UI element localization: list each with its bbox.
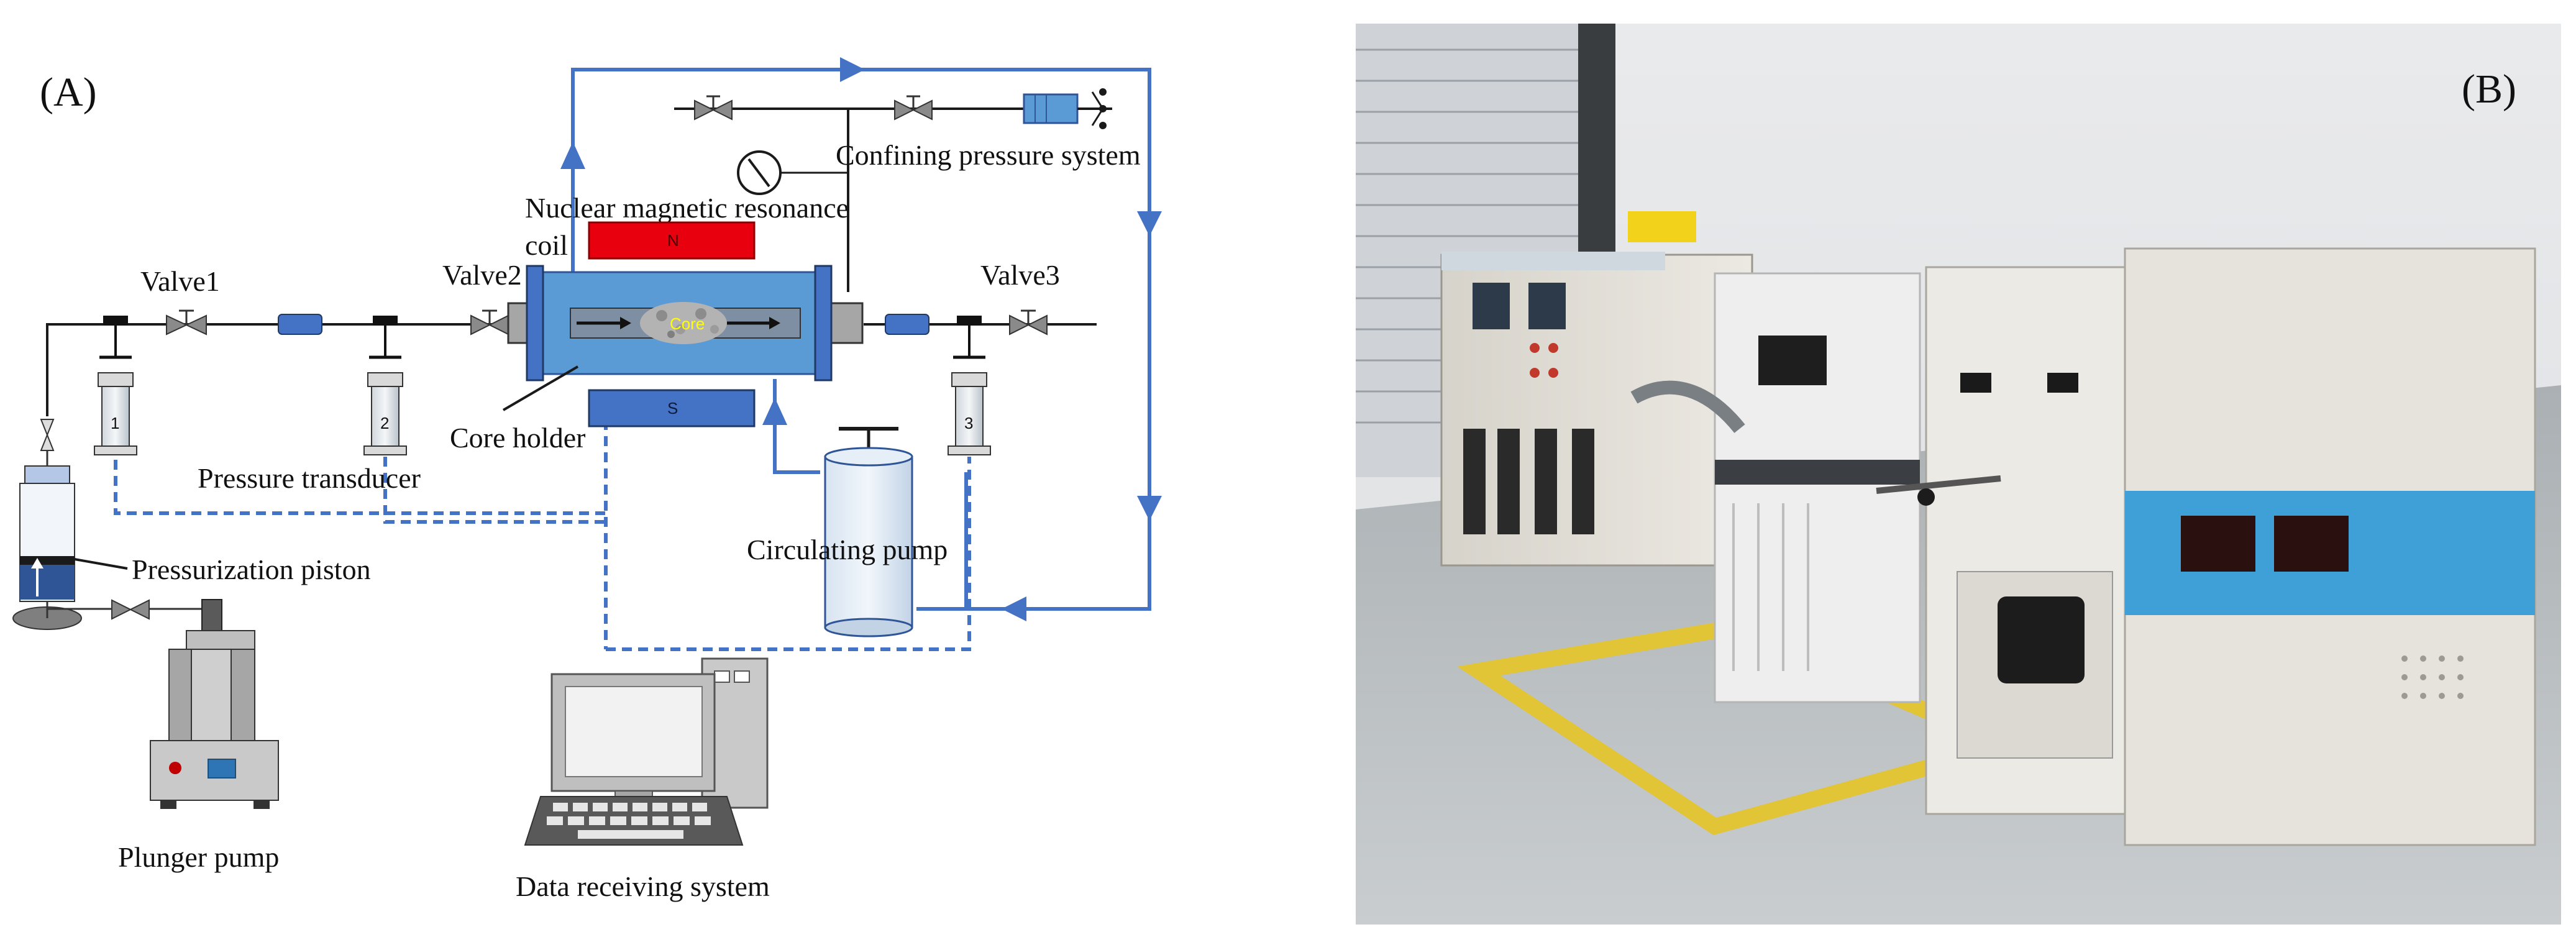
valve-plunger-icon[interactable]	[111, 599, 212, 628]
data-receiving-system-label: Data receiving system	[516, 870, 770, 902]
data-signal-lines	[114, 404, 971, 651]
magnet-s: S	[588, 389, 756, 427]
circulating-pump-label: Circulating pump	[747, 534, 948, 565]
valve-3-icon[interactable]	[1009, 309, 1048, 336]
plunger-pump-icon	[150, 599, 279, 809]
pressurization-piston-pointer	[74, 558, 128, 570]
magnet-n: N	[588, 221, 756, 260]
circulating-pump-icon	[824, 427, 913, 637]
transducer-3-number: 3	[964, 414, 973, 432]
plunger-pump-label: Plunger pump	[118, 841, 279, 873]
magnet-n-label: N	[667, 231, 679, 250]
magnet-s-label: S	[667, 399, 678, 418]
core-label: Core	[670, 314, 705, 333]
pressure-transducer-2-icon: 2	[363, 316, 407, 455]
panel-letter-a: (A)	[40, 70, 97, 115]
schematic-panel: (A)	[12, 57, 1162, 902]
nmr-coil-label-line1: Nuclear magnetic resonance	[525, 192, 849, 224]
connector-2-icon	[885, 314, 929, 335]
pressurization-piston-cylinder-icon	[12, 419, 112, 630]
confining-pressure-cylinder-icon	[1023, 88, 1107, 129]
pressurization-piston-label: Pressurization piston	[132, 554, 371, 585]
pressure-transducer-label: Pressure transducer	[198, 462, 421, 494]
valve-1-icon[interactable]	[166, 309, 207, 336]
valve-1-label: Valve1	[140, 265, 220, 297]
panel-letter-b: (B)	[2462, 66, 2516, 112]
nmr-coil-label-line2: coil	[525, 229, 568, 261]
pressure-transducer-1-icon: 1	[94, 316, 137, 455]
valve-2-icon[interactable]	[470, 309, 509, 336]
valve-3-label: Valve3	[980, 259, 1060, 291]
transducer-1-number: 1	[111, 414, 119, 432]
core-holder-label: Core holder	[450, 422, 585, 454]
pressure-gauge-icon	[737, 150, 848, 195]
core-holder-pointer	[502, 365, 579, 411]
flow-arrows	[560, 57, 1162, 621]
pressure-transducer-3-icon: 3	[948, 316, 991, 455]
connector-1-icon	[278, 314, 322, 335]
confining-valve-right-icon[interactable]	[894, 95, 933, 121]
computer-icon	[524, 657, 769, 846]
confining-pressure-system-label: Confining pressure system	[836, 139, 1141, 171]
core-holder: Core	[507, 265, 864, 381]
confining-valve-left-icon[interactable]	[694, 95, 733, 121]
transducer-2-number: 2	[380, 414, 389, 432]
valve-2-label: Valve2	[442, 259, 522, 291]
laboratory-equipment-photo: (B)	[1356, 24, 2561, 925]
